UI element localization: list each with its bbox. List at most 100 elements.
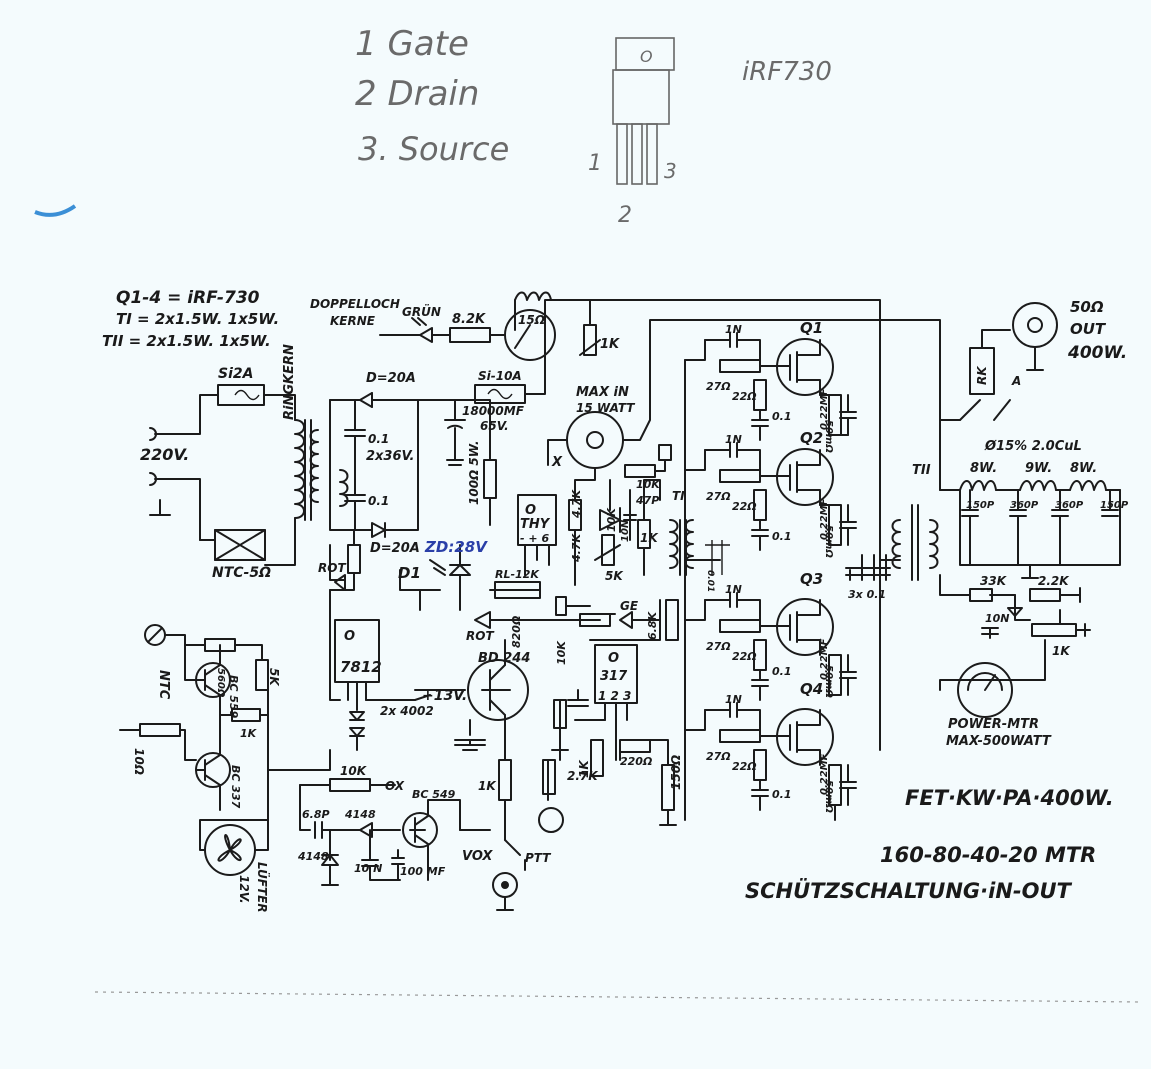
resistor-10k-vox-label: 10K — [340, 764, 368, 778]
relay-coil-label: RL-12K — [495, 568, 540, 581]
to220-package-drawing — [612, 37, 675, 185]
cap-1n-3-label: 1N — [725, 583, 742, 596]
cap-01-top-label: 0.1 — [368, 432, 389, 446]
led-rot-2-label: ROT — [466, 629, 494, 643]
resistor-27-2-label: 27Ω — [706, 490, 731, 503]
output-section — [879, 302, 1121, 718]
cap-022-3-label: 0.22MF — [819, 638, 830, 680]
cap-10n-label: 10N — [620, 519, 631, 542]
pin-3-label: 3 — [664, 159, 677, 183]
input-section — [547, 319, 881, 586]
thyristor-label: THY — [520, 517, 551, 532]
pinout-source: 3. Source — [358, 130, 509, 168]
fan-control-section — [119, 624, 331, 876]
regulator-317-pins-label: 1 2 3 — [598, 689, 631, 703]
fet-stages — [669, 349, 901, 821]
relay-a-label: A — [1011, 374, 1021, 388]
fet-q3 — [684, 592, 857, 701]
resistor-10k-a-label: 10K — [636, 478, 661, 491]
resistor-220-label: 220Ω — [620, 755, 652, 768]
coil-9w-label: 9W. — [1025, 461, 1052, 476]
thyristor-pins-label: - + 6 — [520, 532, 549, 545]
transformer-tii-label: TII — [912, 463, 931, 478]
cap-10n-b-label: 10 N — [354, 862, 382, 875]
cap-2x36-label: 2x36V. — [366, 449, 415, 464]
maxin-label: MAX iN — [576, 385, 629, 400]
resistor-27-1-label: 27Ω — [706, 380, 731, 393]
fuse10-meter-section — [379, 291, 881, 404]
diode-ge-label: GE — [620, 599, 639, 613]
resistor-1k-d-label: 1K — [577, 759, 591, 778]
power-meter-max-label: MAX-500WATT — [946, 734, 1052, 749]
part-number: iRF730 — [742, 57, 832, 87]
r7812-o: O — [344, 629, 355, 644]
bc549-label: BC 549 — [412, 788, 456, 801]
resistor-22-1-label: 22Ω — [732, 390, 757, 403]
resistor-47k-b-label: 4.7K — [570, 533, 583, 563]
title-line-1: FET·KW·PA·400W. — [905, 786, 1114, 810]
pin-1-label: 1 — [588, 151, 602, 176]
fan-voltage-label: 12V. — [237, 875, 251, 904]
d1-label: D1 — [398, 564, 421, 582]
fet-q4 — [684, 702, 857, 821]
pinout-drain: 2 Drain — [355, 74, 479, 114]
cap-022-2-label: 0.22MF — [819, 498, 830, 540]
cap-022-1-label: 0.22MF — [819, 388, 830, 430]
diode-4148-b-label: 4148 — [297, 850, 329, 863]
diode-4148-a-label: 4148 — [344, 808, 376, 821]
fuse-2a-label: Si2A — [218, 366, 253, 382]
led-rot-1-label: ROT — [318, 561, 346, 575]
cap-47p-label: 47P — [635, 494, 659, 507]
cap-1n-1-label: 1N — [725, 323, 742, 336]
ink-smudge — [34, 204, 77, 217]
coil-8w-a-label: 8W. — [970, 461, 997, 476]
pot-1k-label: 1K — [600, 337, 620, 352]
resistor-50m-4-label: 50mΩ — [823, 780, 834, 813]
coil-wire-label: Ø15% 2.0CuL — [984, 439, 1082, 454]
diode-top-label: D=20A — [366, 371, 416, 386]
cap-65v-label: 65V. — [480, 419, 509, 433]
pinout-note: 1 Gate 2 Drain 3. Source iRF730 — [355, 24, 832, 168]
resistor-50m-2-label: 50mΩ — [823, 525, 834, 558]
vox-label: VOX — [462, 849, 493, 864]
coil-8w-b-label: 8W. — [1070, 461, 1097, 476]
resistor-560-label: 560Ω — [215, 668, 226, 698]
regulator-317-label: 317 — [600, 669, 628, 684]
resistor-820-label: 820Ω — [510, 616, 523, 648]
doppelloch-label: DOPPELLOCH — [310, 297, 400, 311]
resistor-50m-1-label: 50mΩ — [823, 420, 834, 453]
q2-label: Q2 — [800, 429, 823, 447]
output-out-label: OUT — [1070, 320, 1107, 338]
title-line-2: 160-80-40-20 MTR — [880, 843, 1096, 867]
relay-rk-label: RK — [975, 365, 989, 385]
regulator-section — [329, 589, 679, 841]
note-t1: TI = 2x1.5W. 1x5W. — [116, 310, 279, 328]
output-400w-label: 400W. — [1067, 343, 1127, 363]
led-gruen-label: GRÜN — [402, 304, 441, 319]
pin-2-label: 2 — [618, 203, 632, 228]
kerne-label: KERNE — [330, 314, 376, 328]
cap-022-4-label: 0.22MF — [819, 753, 830, 795]
cap-01-4-label: 0.1 — [772, 788, 792, 801]
cap-01-1-label: 0.1 — [772, 410, 792, 423]
q1-label: Q1 — [800, 319, 823, 337]
ntc-fan-label: NTC — [156, 670, 171, 700]
resistor-1k-a-label: 1K — [640, 531, 659, 545]
cap-01-3-label: 0.1 — [772, 665, 792, 678]
resistor-27-4-label: 27Ω — [706, 750, 731, 763]
resistor-33k-label: 33K — [980, 574, 1008, 588]
resistor-10k-b-label: 10K — [605, 507, 618, 532]
title-line-3: SCHÜTZSCHALTUNG·iN-OUT — [745, 878, 1073, 903]
r317-o: O — [608, 651, 619, 666]
resistor-100-label: 100Ω 5W. — [467, 440, 481, 505]
ntc-label: NTC-5Ω — [212, 565, 271, 581]
cap-1n-2-label: 1N — [725, 433, 742, 446]
resistor-50m-3-label: 50mΩ — [823, 665, 834, 698]
mains-input-section — [149, 384, 319, 566]
bc337-label: BC 337 — [229, 765, 242, 809]
rectifier-section — [329, 392, 497, 591]
page-edge-line — [94, 991, 1141, 1003]
resistor-27-3-label: 27Ω — [706, 640, 731, 653]
cap-360p-b-label: 360P — [1055, 500, 1084, 511]
